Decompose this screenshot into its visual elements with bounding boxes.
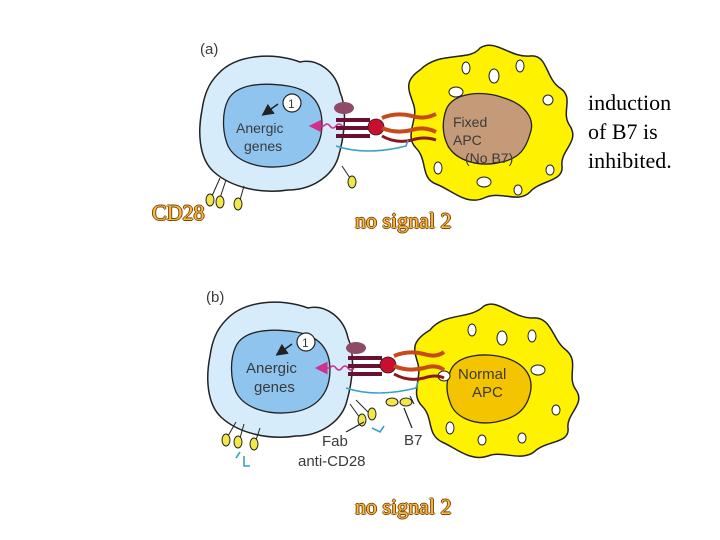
b7-pointer <box>404 408 412 428</box>
b7-label: B7 <box>404 432 422 449</box>
normal-apc-label-line1: Normal <box>458 366 506 383</box>
fab-pointer <box>346 422 364 432</box>
anergic-genes-a-line1: Anergic <box>236 120 283 136</box>
fab-label-line2: anti-CD28 <box>298 453 366 470</box>
step-1-number-a: 1 <box>288 97 295 111</box>
induction-note: induction of B7 is inhibited. <box>588 88 672 175</box>
step-1-number-b: 1 <box>302 336 309 350</box>
cd28-hook-b <box>346 382 418 393</box>
fab-label-line1: Fab <box>322 433 348 450</box>
panel-b-label: (b) <box>206 289 224 306</box>
anergic-genes-b-line1: Anergic <box>246 360 297 377</box>
no-signal-2-top: no signal 2 <box>355 208 452 234</box>
induction-note-line3: inhibited. <box>588 146 672 175</box>
induction-note-line2: of B7 is <box>588 117 672 146</box>
panel-a-label: (a) <box>200 41 218 58</box>
anergic-genes-a-line2: genes <box>244 138 282 154</box>
normal-apc-label-line2: APC <box>472 384 503 401</box>
anergic-genes-b-line2: genes <box>254 379 295 396</box>
b7-molecules <box>386 396 414 406</box>
fixed-apc-label-line3: (No B7) <box>465 150 513 166</box>
fixed-apc-label-line1: Fixed <box>453 114 487 130</box>
no-signal-2-bottom: no signal 2 <box>355 494 452 520</box>
cd28-annotation: CD28 <box>152 200 205 226</box>
fixed-apc-label-line2: APC <box>453 132 482 148</box>
induction-note-line1: induction <box>588 88 672 117</box>
